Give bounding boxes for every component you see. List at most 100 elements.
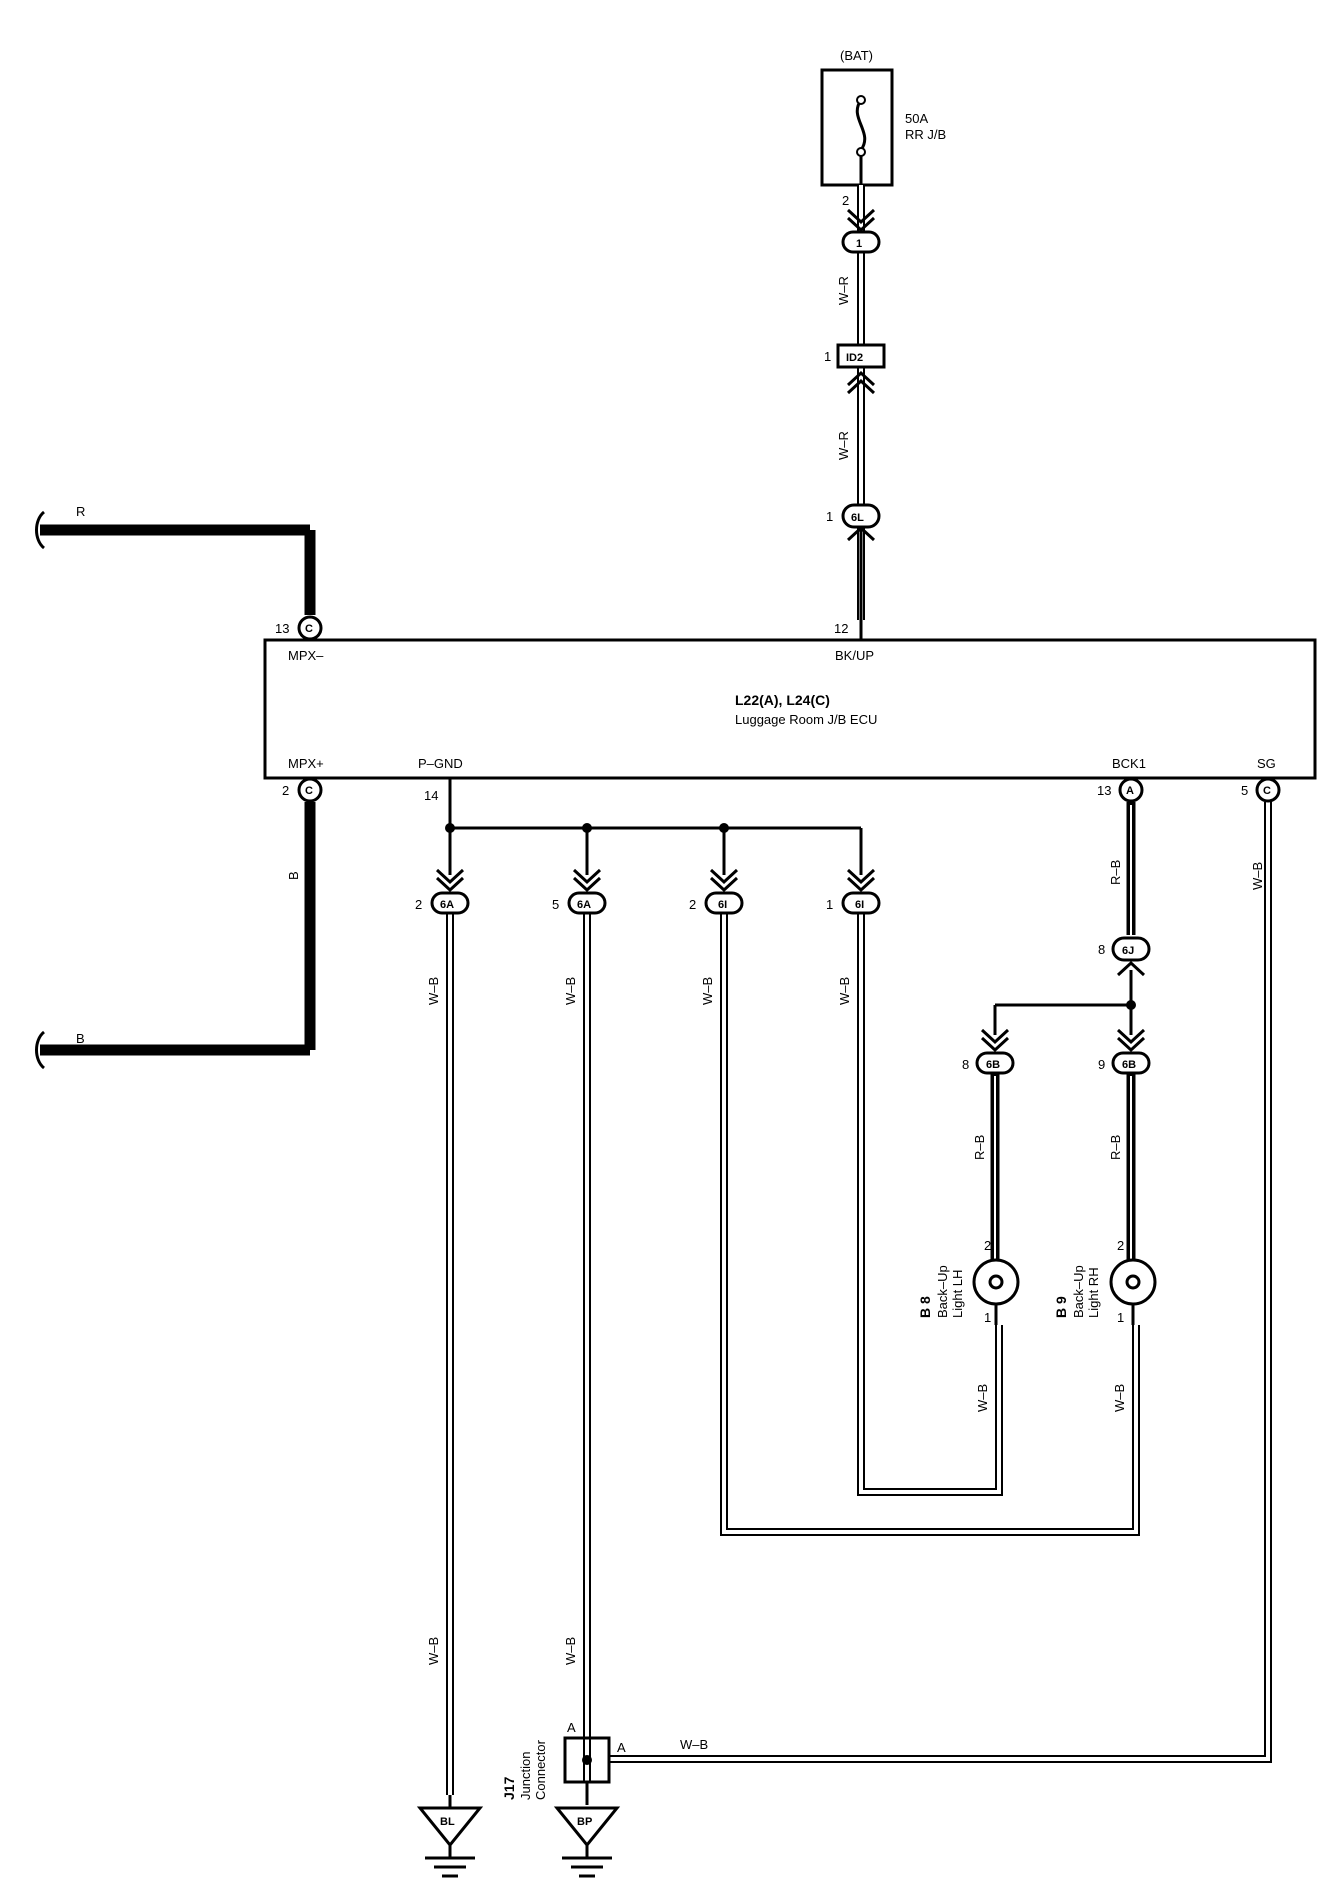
wire-label-r-b-2: R–B — [972, 1135, 987, 1160]
light-rh-pin-top: 2 — [1117, 1238, 1124, 1253]
ground-bp: BP — [553, 1806, 621, 1878]
connector-6b-right-label: 6B — [1122, 1059, 1136, 1071]
junction-line1: Junction — [518, 1752, 533, 1800]
svg-text:C: C — [1263, 785, 1271, 797]
fuse-element-icon — [855, 99, 867, 151]
connector-6b-left: 6B 8 — [962, 1028, 1015, 1075]
connector-6i-right-label: 6I — [855, 899, 864, 911]
connector-6j-label: 6J — [1122, 945, 1134, 957]
connector-6a-right: 6A 5 — [552, 868, 607, 915]
wire-label-w-b-5: W–B — [426, 1637, 441, 1665]
ground-bp-label: BP — [577, 1816, 592, 1828]
wire-label-w-b-3: W–B — [700, 977, 715, 1005]
light-rh-line2: Light RH — [1086, 1267, 1101, 1318]
wire-label-w-b-2: W–B — [563, 977, 578, 1005]
ground-bl: BL — [416, 1795, 484, 1878]
connector-6a-left: 6A 2 — [415, 868, 470, 915]
fuse-box — [820, 68, 894, 187]
wire-r-b-split — [993, 970, 1136, 1035]
connector-6l: 6L 1 — [826, 503, 881, 542]
light-lh-line1: Back–Up — [935, 1265, 950, 1318]
connector-6l-label: 6L — [851, 512, 864, 524]
wire-label-b-bottom: B — [76, 1031, 85, 1046]
ecu-pin-mpx-plus: MPX+ — [288, 756, 324, 771]
junction-pin-right: A — [617, 1740, 626, 1755]
ecu-luggage-room-jb: L22(A), L24(C) Luggage Room J/B ECU MPX–… — [263, 621, 1317, 803]
ecu-connector-mpx-plus: C — [297, 777, 323, 1050]
ecu-connector-sg: C — [1255, 777, 1281, 803]
connector-6j: 6J 8 — [1098, 936, 1151, 977]
ecu-pin-bck1: BCK1 — [1112, 756, 1146, 771]
svg-text:A: A — [1126, 785, 1134, 797]
wire-label-w-b-sg: W–B — [1250, 862, 1265, 890]
wire-label-w-b-j17: W–B — [680, 1737, 708, 1752]
ecu-pinnum-mpx-minus: 13 — [275, 621, 289, 636]
ecu-pinnum-bk-up: 12 — [834, 621, 848, 636]
wire-label-w-b-8: W–B — [1112, 1384, 1127, 1412]
light-lh-pin-top: 2 — [984, 1238, 991, 1253]
wire-mpx-harness: R B B — [35, 504, 310, 1070]
junction-line2: Connector — [533, 1739, 548, 1800]
connector-6a-left-label: 6A — [440, 899, 454, 911]
connector-1-label: 1 — [856, 238, 862, 250]
junction-pin-top: A — [567, 1720, 576, 1735]
light-lh-code: B 8 — [917, 1296, 933, 1318]
light-rh-pin-bottom: 1 — [1117, 1310, 1124, 1325]
wire-label-w-r-2: W–R — [836, 431, 851, 460]
connector-id2-pin: 1 — [824, 349, 831, 364]
wire-w-b-to-j17 — [583, 913, 591, 1740]
wire-r-b-to-lights — [990, 1073, 1136, 1260]
fuse-location: RR J/B — [905, 127, 946, 142]
connector-id2: ID2 1 — [824, 343, 886, 395]
connector-6b-left-pin: 8 — [962, 1057, 969, 1072]
wire-w-b-rh-return — [720, 913, 1140, 1536]
svg-text:C: C — [305, 785, 313, 797]
back-up-light-rh: 2 1 B 9 Back–Up Light RH — [1053, 1238, 1157, 1325]
wire-label-r-b-3: R–B — [1108, 1135, 1123, 1160]
ecu-description: Luggage Room J/B ECU — [735, 712, 877, 727]
ecu-pinnum-p-gnd: 14 — [424, 788, 438, 803]
fuse-pin: 2 — [842, 193, 849, 208]
light-lh-pin-bottom: 1 — [984, 1310, 991, 1325]
back-up-light-lh: 2 1 B 8 Back–Up Light LH — [917, 1238, 1020, 1325]
svg-text:C: C — [305, 623, 313, 635]
connector-6i-right: 6I 1 — [826, 868, 881, 915]
connector-6a-right-pin: 5 — [552, 897, 559, 912]
wire-w-b-sg — [590, 802, 1272, 1763]
connector-6b-right-pin: 9 — [1098, 1057, 1105, 1072]
light-rh-code: B 9 — [1053, 1296, 1069, 1318]
wire-label-w-r-1: W–R — [836, 276, 851, 305]
wire-w-b-to-bl — [446, 913, 454, 1795]
ecu-pinnum-mpx-plus: 2 — [282, 783, 289, 798]
ecu-pin-p-gnd: P–GND — [418, 756, 463, 771]
wire-label-r: R — [76, 504, 85, 519]
ecu-pin-sg: SG — [1257, 756, 1276, 771]
ecu-box — [263, 638, 1317, 780]
connector-6a-right-label: 6A — [577, 899, 591, 911]
wire-label-w-b-6: W–B — [563, 1637, 578, 1665]
ground-bl-label: BL — [440, 1816, 455, 1828]
connector-6j-pin: 8 — [1098, 942, 1105, 957]
connector-6l-pin: 1 — [826, 509, 833, 524]
light-lh-line2: Light LH — [950, 1270, 965, 1318]
wire-label-w-b-1: W–B — [426, 977, 441, 1005]
wire-label-b-vert: B — [286, 871, 301, 880]
wire-label-w-b-4: W–B — [837, 977, 852, 1005]
ecu-pinnum-bck1: 13 — [1097, 783, 1111, 798]
ecu-pin-mpx-minus: MPX– — [288, 648, 324, 663]
wire-bk-up-feed — [857, 185, 865, 640]
wire-label-w-b-7: W–B — [975, 1384, 990, 1412]
connector-6i-left-pin: 2 — [689, 897, 696, 912]
wire-label-r-b-1: R–B — [1108, 860, 1123, 885]
ecu-name: L22(A), L24(C) — [735, 692, 830, 708]
fuse-source-label: (BAT) — [840, 48, 873, 63]
connector-6i-left-label: 6I — [718, 899, 727, 911]
junction-connector-j17: A A J17 Junction Connector — [501, 1720, 626, 1805]
ecu-connector-mpx-minus: C — [297, 530, 323, 641]
connector-1: 1 — [841, 208, 881, 254]
junction-code: J17 — [501, 1776, 517, 1800]
wire-w-b-lh-return — [857, 913, 1003, 1496]
fuse-50a: (BAT) 50A RR J/B 2 — [820, 48, 946, 208]
ecu-pin-bk-up: BK/UP — [835, 648, 874, 663]
